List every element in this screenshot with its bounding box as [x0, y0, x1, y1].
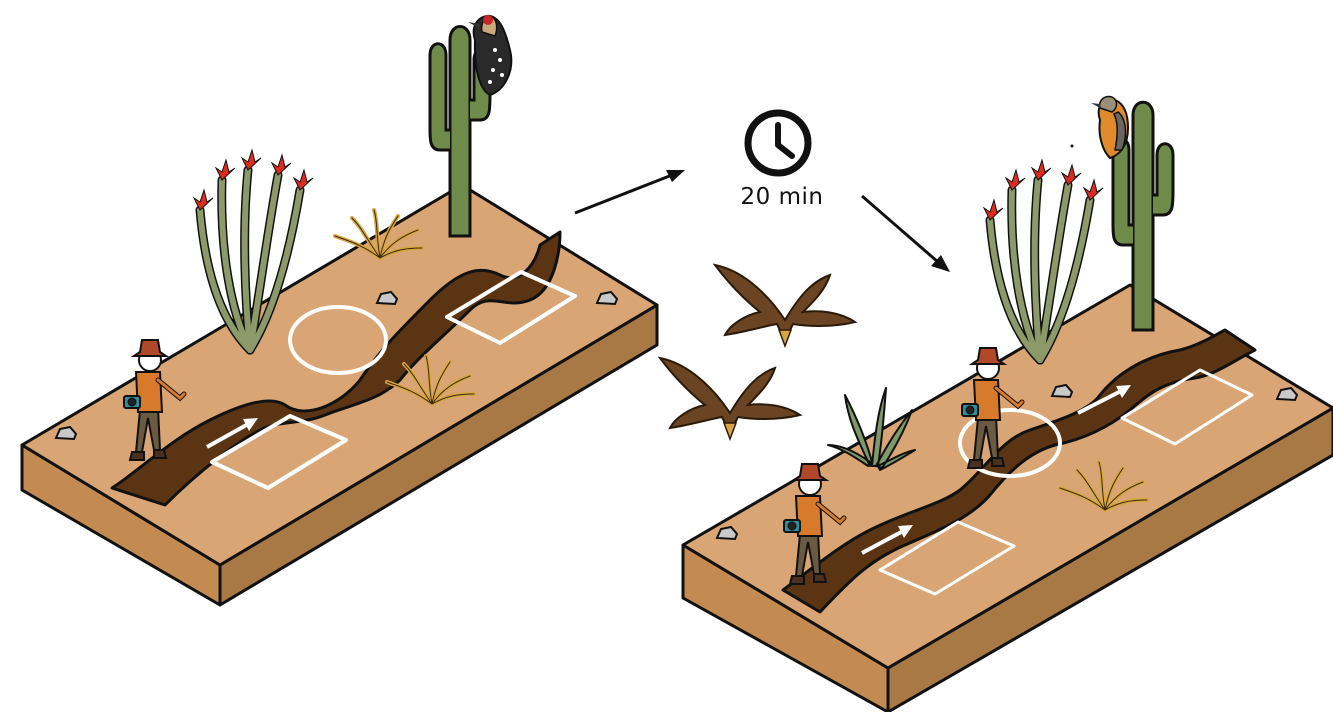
- perched-bird: [1091, 97, 1128, 158]
- hawk-flying: [660, 358, 800, 439]
- panel-before: [22, 15, 657, 605]
- time-label: 20 min: [722, 184, 842, 210]
- arrow-right-up: [575, 170, 685, 213]
- dot: [1071, 145, 1074, 148]
- hawk-flying: [715, 265, 855, 346]
- clock-icon: [748, 113, 808, 173]
- arrow-right-down: [862, 196, 950, 272]
